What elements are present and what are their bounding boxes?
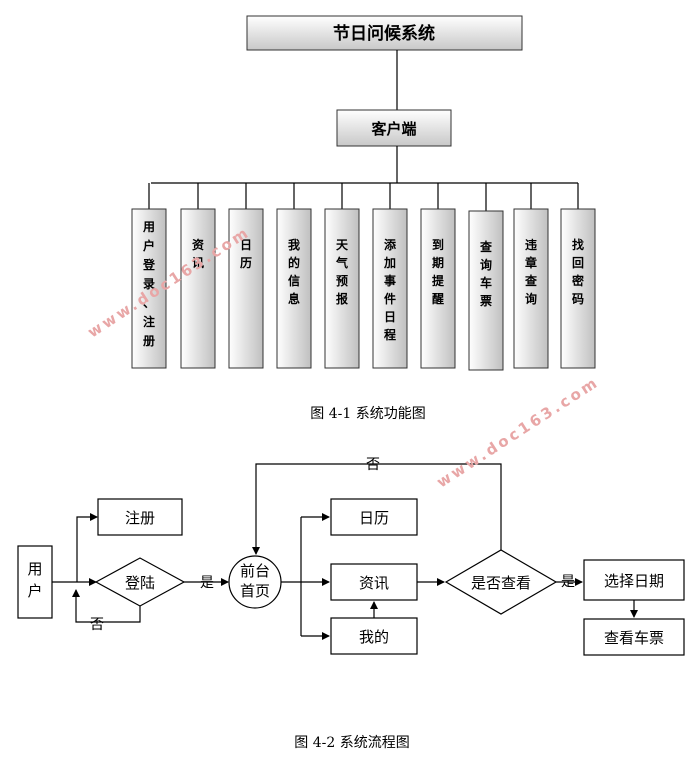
view-ticket-label: 查看车票	[604, 629, 664, 647]
calendar-box	[330, 498, 418, 536]
module-label-char: 查	[479, 239, 493, 254]
module-box	[468, 210, 504, 371]
module-label-char: 历	[240, 256, 252, 270]
module-label-char: 询	[480, 257, 492, 272]
module-label-char: 天	[336, 238, 349, 252]
module-label-char: 件	[384, 291, 396, 306]
module-label-char: 密	[572, 273, 584, 288]
watermark-2: www.doc163.com	[433, 373, 602, 492]
view-ticket-box	[583, 618, 685, 656]
module-label-char: 提	[432, 273, 445, 288]
module-label-char: 册	[143, 334, 155, 348]
root-label: 节日问候系统	[333, 23, 435, 44]
login-no-label: 否	[90, 617, 104, 633]
decision-no-label: 否	[366, 457, 380, 473]
module-box	[131, 208, 167, 369]
module-box	[372, 208, 408, 369]
module-label-char: 预	[336, 274, 348, 288]
module-label-char: 登	[142, 257, 156, 272]
flow-diagram: 用 户 注册 登陆 否 是 前台 首页 日历 资讯 我的	[17, 457, 685, 751]
module-label-char: 讯	[192, 256, 204, 270]
login-label: 登陆	[125, 574, 155, 592]
module-label-char: 回	[572, 256, 584, 270]
module-box	[560, 208, 596, 369]
home-label-2: 首页	[240, 582, 270, 600]
module-label-char: 气	[335, 255, 348, 270]
module-label-char: 息	[288, 291, 300, 306]
module-label-char: 程	[384, 327, 396, 342]
client-box	[336, 109, 452, 147]
register-label: 注册	[125, 509, 155, 527]
module-label-char: 日	[240, 238, 252, 252]
module-label-char: 找	[572, 237, 584, 252]
module-label-char: 用	[142, 220, 155, 234]
home-label-1: 前台	[240, 562, 270, 580]
module-box	[228, 208, 264, 369]
module-label-char: 查	[524, 273, 538, 288]
module-label-char: 添	[384, 237, 397, 252]
module-label-char: 期	[432, 255, 444, 270]
user-label-2: 户	[27, 582, 42, 600]
module-label-char: 到	[432, 237, 444, 252]
module-box	[324, 208, 360, 369]
news-label: 资讯	[359, 574, 389, 592]
root-box	[246, 15, 523, 51]
watermark-1: www.doc163.com	[84, 223, 253, 342]
caption-function-diagram: 图 4-1 系统功能图	[310, 406, 425, 422]
module-label-char: 报	[336, 291, 348, 306]
user-label-1: 用	[27, 560, 42, 578]
select-date-label: 选择日期	[604, 572, 664, 590]
module-label-char: 户	[143, 238, 155, 253]
mine-label: 我的	[359, 628, 389, 646]
arrow-login-no	[72, 589, 141, 623]
module-label-char: 录	[143, 277, 155, 291]
function-diagram: 节日问候系统 客户端 用户登录、注册资讯日历我的信息天气预报添加事件日程到期提醒…	[131, 15, 596, 422]
module-label-char: 码	[572, 292, 584, 306]
caption-flow-diagram: 图 4-2 系统流程图	[294, 735, 409, 751]
arrow-decision-no	[252, 463, 502, 555]
arrow-to-register	[76, 513, 98, 582]
module-label-char: 章	[525, 255, 537, 270]
module-label-char: 资	[192, 237, 204, 252]
register-box	[97, 498, 183, 536]
module-label-char: 日	[384, 310, 396, 324]
module-box	[513, 208, 549, 369]
module-label-char: 注	[143, 314, 155, 329]
mine-box	[330, 617, 418, 655]
calendar-label: 日历	[359, 509, 389, 527]
module-label-char: 违	[525, 237, 537, 252]
module-boxes: 用户登录、注册资讯日历我的信息天气预报添加事件日程到期提醒查询车票违章查询找回密…	[131, 183, 596, 371]
module-label-char: 车	[480, 275, 492, 290]
module-label-char: 询	[525, 291, 537, 306]
module-label-char: 加	[383, 255, 396, 270]
user-box	[17, 545, 53, 619]
module-label-char: 的	[288, 255, 300, 270]
module-box	[276, 208, 312, 369]
client-label: 客户端	[370, 120, 416, 138]
module-label-char: 醒	[432, 291, 444, 306]
module-label-char: 票	[480, 294, 492, 308]
module-label-char: 事	[384, 273, 396, 288]
module-label-char: 、	[143, 296, 155, 310]
decision-label: 是否查看	[471, 574, 531, 592]
select-date-box	[583, 559, 685, 601]
login-yes-label: 是	[200, 575, 214, 591]
decision-yes-label: 是	[561, 574, 575, 590]
module-box	[420, 208, 456, 369]
module-label-char: 信	[288, 273, 300, 288]
module-label-char: 我	[288, 237, 300, 252]
module-box	[180, 208, 216, 369]
